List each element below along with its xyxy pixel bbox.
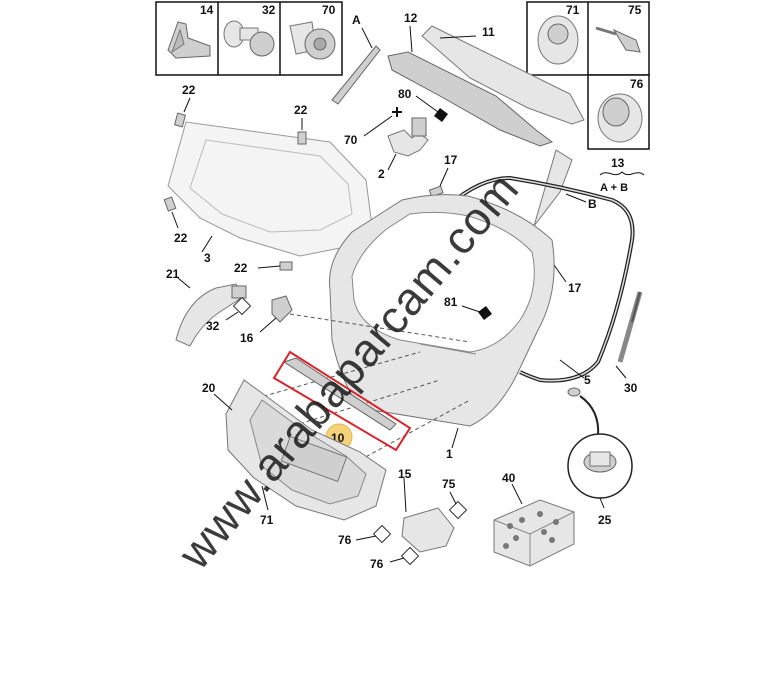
callout-71: 71 [260,513,274,527]
callout-80: 80 [398,87,412,101]
grommet-22-c: 22 [163,196,188,245]
kit-13-note: 13 A + B [599,156,645,194]
callout-70-b: 70 [344,133,358,147]
bracket-15: 15 75 76 76 [338,467,468,571]
callout-40: 40 [502,471,516,485]
callout-25: 25 [598,513,612,527]
spoiler-insert-12: 12 [387,11,554,147]
push-rivet-32-icon [223,20,275,57]
callout-81: 81 [444,295,458,309]
grommet-22-d: 22 [234,261,293,275]
callout-a: A [352,13,361,27]
callout-14: 14 [200,3,214,17]
callout-22-a: 22 [182,83,196,97]
trim-b: B [533,149,597,227]
lock-81: 81 [444,295,492,320]
callout-13-sub: A + B [600,182,628,194]
grommet-22-b: 22 [294,103,308,145]
rivet-75-icon [595,26,641,53]
bracket-2: 80 70 2 [344,87,448,181]
callout-75-table: 75 [628,3,642,17]
callout-32: 32 [262,3,276,17]
fastener-table-right: 71 75 76 [526,1,650,150]
switch-16: 16 [240,295,293,345]
tailgate-1: 1 [328,194,555,461]
callout-13: 13 [611,156,625,170]
bump-stop-17-a: 17 [428,153,458,198]
callout-11: 11 [482,25,495,39]
inner-trim-panel-20: 20 71 [202,379,387,527]
rear-window-3: 3 [167,121,373,265]
callout-22-b: 22 [294,103,308,117]
callout-30: 30 [624,381,638,395]
trim-strip-a: A [331,13,381,105]
fastener-table-left: 14 32 70 [155,1,343,76]
gas-strut-30: 30 [615,291,643,395]
callout-76-table: 76 [630,77,644,91]
callout-15: 15 [398,467,412,481]
callout-22-c: 22 [174,231,188,245]
grommet-76-icon [597,93,643,143]
callout-12: 12 [404,11,418,25]
clip-14-icon [167,21,211,59]
callout-76-b: 76 [370,557,384,571]
callout-20: 20 [202,381,216,395]
callout-70: 70 [322,3,336,17]
callout-76-a: 76 [338,533,352,547]
callout-71-table: 71 [566,3,580,17]
callout-1: 1 [446,447,453,461]
callout-b: B [588,197,597,211]
handle-21: 21 32 [166,267,252,347]
callout-22-d: 22 [234,261,248,275]
callout-17-b: 17 [568,281,582,295]
clip-kit-40: 40 [493,471,575,567]
tailgate-seal-5: 5 [446,175,635,387]
callout-3: 3 [204,251,211,265]
connector-25: 25 [567,387,633,527]
callout-21: 21 [166,267,180,281]
callout-5: 5 [584,373,591,387]
screw-70-icon [289,21,336,60]
spoiler-11: 11 [421,25,585,125]
callout-75: 75 [442,477,456,491]
grommet-22-a: 22 [173,83,196,128]
callout-16: 16 [240,331,254,345]
callout-32-b: 32 [206,319,220,333]
callout-17-a: 17 [444,153,458,167]
clip-71-icon [537,15,579,65]
callout-2: 2 [378,167,385,181]
